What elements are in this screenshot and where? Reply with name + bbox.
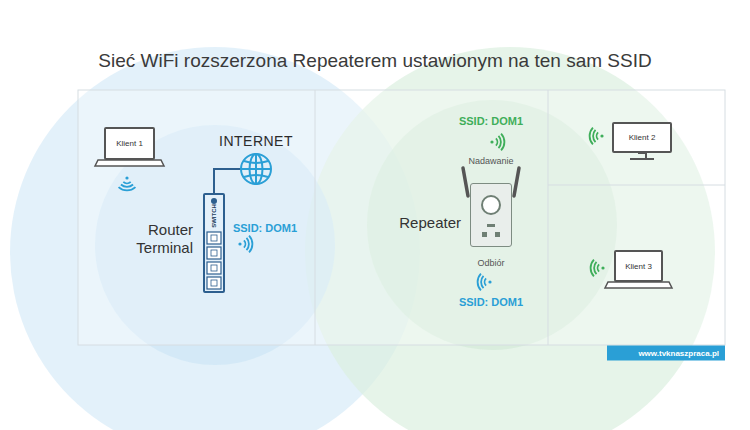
ssid-label: SSID: DOM1 <box>459 115 523 127</box>
node-label: Router Terminal <box>121 221 193 257</box>
wifi-symbol <box>238 235 253 253</box>
wifi-symbol <box>490 133 505 151</box>
internet-node: INTERNET <box>219 133 293 191</box>
mode-label: Odbiór <box>477 258 504 268</box>
router-port <box>207 232 221 244</box>
wifi-symbol <box>589 127 604 145</box>
router-port <box>207 277 221 289</box>
wifi-symbol <box>590 259 605 277</box>
room-wall <box>315 90 316 345</box>
wifi-symbol <box>118 176 136 191</box>
router-port <box>211 235 217 241</box>
node-label: INTERNET <box>219 133 293 149</box>
router-led <box>211 198 217 204</box>
repeater-body <box>470 183 512 247</box>
diagram-title: Sieć WiFi rozszerzona Repeaterem ustawio… <box>0 50 750 72</box>
node-label: Repeater <box>399 214 461 231</box>
node-label: Klient 2 <box>629 133 656 142</box>
laptop-base <box>95 160 164 166</box>
repeater-box: Repeater <box>470 183 512 247</box>
repeater-light <box>487 224 495 227</box>
router-port <box>211 265 217 271</box>
repeater-button <box>482 196 500 214</box>
monitor-stand <box>630 153 654 159</box>
router-port <box>211 250 217 256</box>
room-wall <box>548 185 725 186</box>
port-label: SWITCH <box>211 204 217 228</box>
node-label: Klient 1 <box>116 139 143 148</box>
repeater-light <box>482 232 487 237</box>
router-port <box>207 262 221 274</box>
laptop-base <box>605 282 672 288</box>
room-wall <box>548 90 549 345</box>
cable-connector <box>214 169 241 193</box>
antenna <box>463 168 468 196</box>
room-frame <box>78 90 725 345</box>
node-label: Klient 3 <box>625 262 652 271</box>
router-port <box>207 247 221 259</box>
router-port <box>211 280 217 286</box>
ssid-label: SSID: DOM1 <box>233 222 297 234</box>
repeater-light <box>495 232 500 237</box>
watermark: www.tvknaszpraca.pl <box>607 346 725 361</box>
antenna <box>514 168 519 196</box>
laptop-screen: Klient 1 <box>104 127 155 160</box>
wifi-symbol <box>477 273 492 291</box>
monitor-screen: Klient 2 <box>612 122 672 153</box>
globe-icon <box>239 152 273 186</box>
router-body <box>203 193 225 293</box>
laptop-screen: Klient 3 <box>614 250 663 282</box>
mode-label: Nadawanie <box>468 156 513 166</box>
ssid-label: SSID: DOM1 <box>459 296 523 308</box>
